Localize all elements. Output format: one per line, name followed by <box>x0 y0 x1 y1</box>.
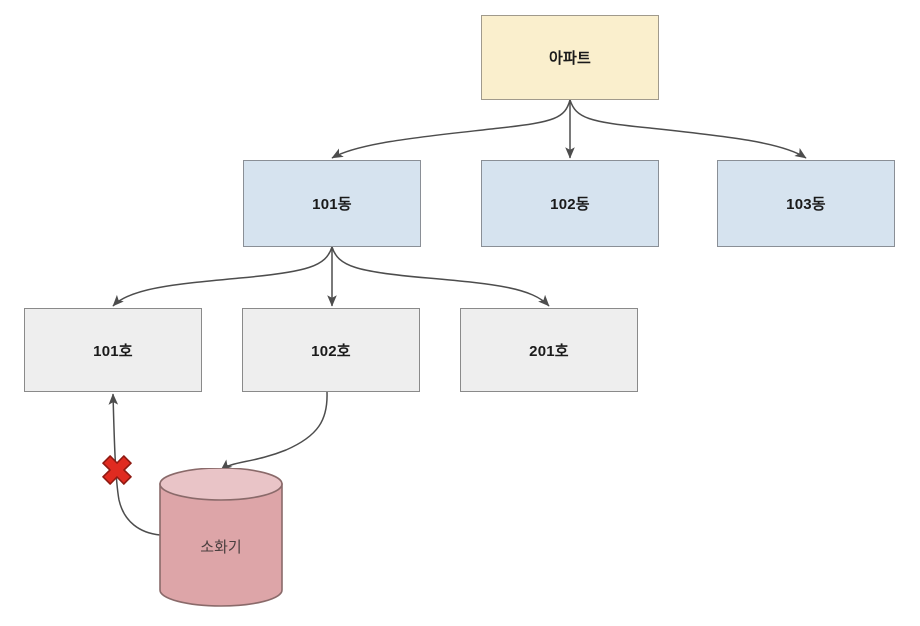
edge-101dong-to-201ho <box>331 246 550 307</box>
edge-apartment-to-101dong <box>331 99 571 159</box>
edge-101dong-to-101ho <box>112 246 333 307</box>
node-building-101[interactable]: 101동 <box>243 160 421 247</box>
node-fire-extinguisher[interactable]: 소화기 <box>158 467 284 608</box>
node-building-103-label: 103동 <box>786 196 826 213</box>
node-building-102-label: 102동 <box>550 196 590 213</box>
blocked-x-icon <box>99 452 135 488</box>
node-unit-102[interactable]: 102호 <box>242 308 420 392</box>
cylinder-shape <box>159 467 283 607</box>
node-building-101-label: 101동 <box>312 196 352 213</box>
edge-102ho-to-fire-extinguisher <box>220 391 328 471</box>
node-unit-101-label: 101호 <box>93 342 133 360</box>
node-apartment-label: 아파트 <box>548 50 591 67</box>
edge-apartment-to-103dong <box>569 99 807 159</box>
node-building-103[interactable]: 103동 <box>717 160 895 247</box>
node-apartment[interactable]: 아파트 <box>481 15 659 100</box>
node-unit-101[interactable]: 101호 <box>24 308 202 392</box>
node-building-102[interactable]: 102동 <box>481 160 659 247</box>
node-unit-201-label: 201호 <box>529 342 569 360</box>
node-unit-201[interactable]: 201호 <box>460 308 638 392</box>
node-unit-102-label: 102호 <box>311 342 351 360</box>
